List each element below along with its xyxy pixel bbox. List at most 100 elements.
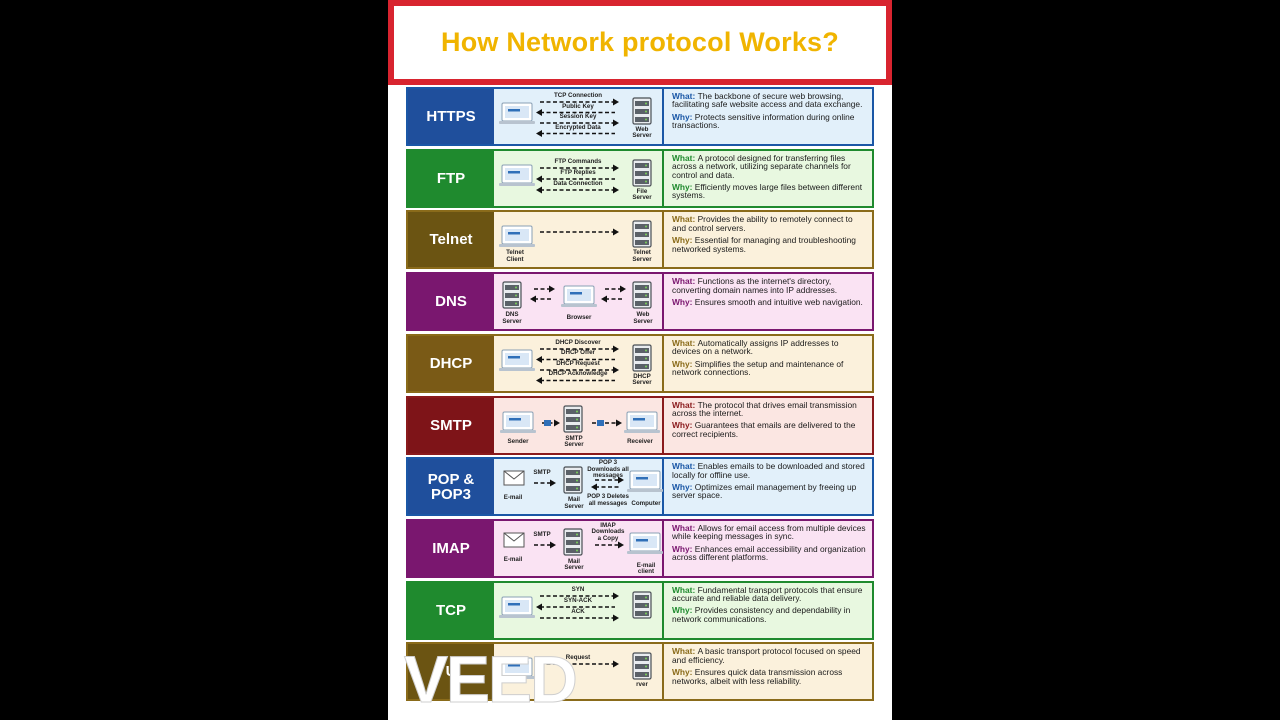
web-server-icon	[632, 281, 652, 309]
protocol-name: DNS	[408, 274, 494, 330]
dashed-arrow	[530, 295, 551, 303]
arrow-label: FTP Replies	[560, 168, 596, 176]
protocol-description: What: Provides the ability to remotely c…	[664, 212, 872, 267]
dashed-arrow	[540, 345, 619, 353]
arrow-label: Session Key	[559, 113, 597, 120]
device-label: Receiver	[627, 437, 653, 445]
why-text: Why: Enhances email accessibility and or…	[672, 543, 866, 563]
protocol-description: What: A basic transport protocol focused…	[664, 644, 872, 699]
diagram-graphic	[499, 652, 652, 680]
why-text: Why: Essential for managing and troubles…	[672, 235, 856, 254]
client-laptop-icon	[499, 225, 535, 248]
sender-icon	[500, 411, 536, 433]
diagram-graphic	[499, 159, 652, 194]
device-label: E-mail	[503, 494, 523, 502]
protocol-description: What: The backbone of secure web browsin…	[664, 89, 872, 144]
dashed-arrow	[536, 130, 615, 137]
what-text: What: Provides the ability to remotely c…	[672, 214, 853, 233]
dashed-arrow	[595, 476, 624, 484]
protocol-name: U	[408, 644, 494, 700]
protocol-description: What: The protocol that drives email tra…	[664, 398, 872, 453]
why-text: Why: Optimizes email management by freei…	[672, 482, 857, 501]
arrow-label: Public Key	[562, 102, 594, 110]
what-text: What: Functions as the internet's direct…	[672, 276, 838, 295]
why-text: Why: Ensures smooth and intuitive web na…	[672, 296, 863, 307]
client-laptop-icon	[499, 349, 535, 371]
arrow-label: ACK	[571, 607, 585, 615]
protocol-description: What: Functions as the internet's direct…	[664, 274, 872, 329]
dashed-arrow	[540, 660, 619, 668]
protocol-name: Telnet	[408, 212, 494, 268]
mail-server-icon	[563, 466, 583, 494]
dashed-arrow	[540, 164, 619, 172]
protocol-description: What: Fundamental transport protocols th…	[664, 583, 872, 638]
client-laptop-icon	[499, 657, 535, 680]
arrow-label: SMTP	[533, 530, 551, 538]
page-title: How Network protocol Works?	[441, 27, 839, 57]
why-text: Why: Guarantees that emails are delivere…	[672, 420, 856, 439]
dashed-arrow	[595, 541, 624, 549]
device-label: Browser	[566, 314, 592, 322]
dashed-arrow	[534, 541, 556, 549]
mail-server-icon	[563, 528, 583, 556]
client-laptop-icon	[499, 596, 535, 618]
protocol-diagram: SYN SYN-ACK ACK	[494, 582, 664, 638]
dashed-arrow	[601, 295, 622, 303]
arrow-label: SYN	[571, 585, 585, 593]
protocol-name: TCP	[408, 582, 494, 638]
client-laptop-icon	[499, 102, 535, 124]
computer-icon	[627, 532, 663, 554]
what-text: What: The backbone of secure web browsin…	[672, 91, 863, 110]
diagram-graphic	[503, 528, 663, 556]
server-icon	[632, 220, 652, 248]
dashed-arrow	[536, 175, 615, 183]
protocol-name: SMTP	[408, 397, 494, 453]
what-text: What: A protocol designed for transferri…	[672, 152, 851, 180]
diagram-graphic	[499, 590, 652, 622]
arrow-label: Data Connection	[553, 179, 603, 187]
dashed-arrow	[540, 228, 619, 236]
dashed-arrow	[534, 285, 555, 293]
protocol-name: POP &POP3	[408, 459, 494, 515]
dashed-arrow	[591, 483, 620, 491]
what-text: What: Allows for email access from multi…	[672, 522, 866, 542]
dashed-arrow	[540, 366, 619, 374]
server-icon	[632, 159, 652, 187]
dashed-arrow	[536, 186, 619, 194]
dashed-arrow	[536, 355, 615, 363]
arrow-label: SYN-ACK	[563, 596, 593, 604]
dashed-arrow	[536, 376, 615, 384]
why-text: Why: Provides consistency and dependabil…	[672, 605, 851, 624]
diagram-graphic	[502, 281, 652, 309]
diagram-graphic	[500, 404, 660, 433]
server-icon	[632, 652, 652, 680]
server-icon	[632, 590, 652, 619]
device-label: Sender	[507, 437, 529, 445]
dashed-arrow	[592, 419, 622, 426]
diagram-graphic	[503, 466, 663, 494]
